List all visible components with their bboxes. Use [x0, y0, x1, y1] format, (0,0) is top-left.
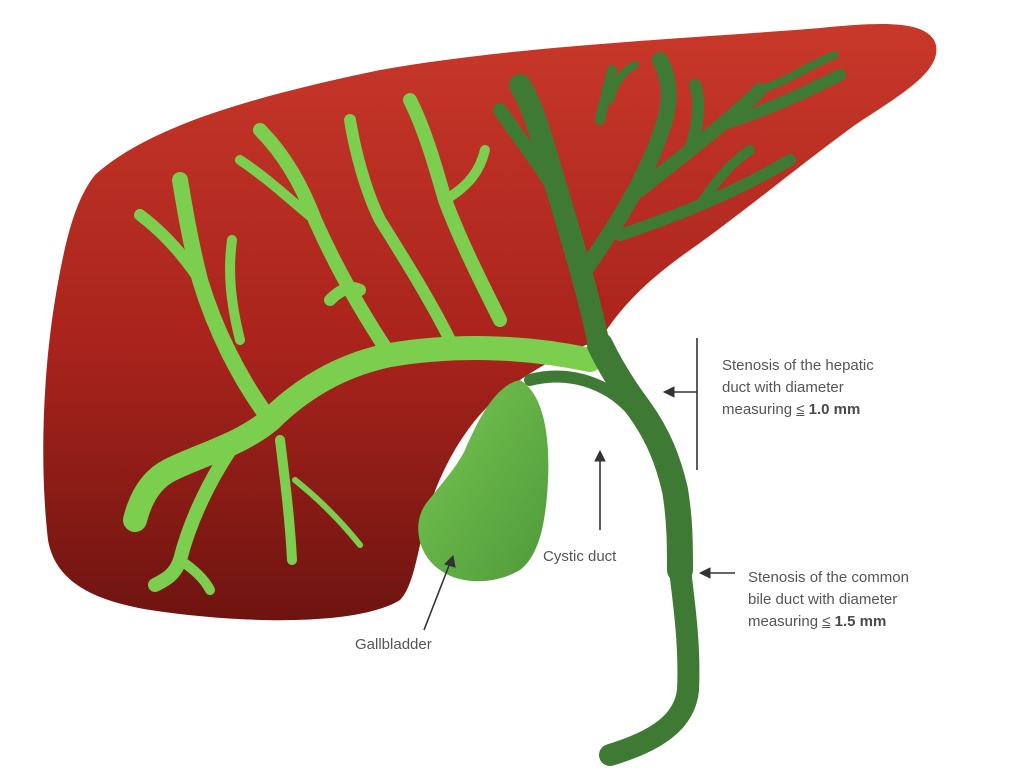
- hepatic-label-value: 1.0 mm: [809, 401, 861, 418]
- hepatic-label-prefix: measuring: [722, 401, 792, 418]
- gallbladder-label: Gallbladder: [355, 634, 432, 656]
- hepatic-arrow-head: [664, 387, 674, 397]
- hepatic-stenosis-label: Stenosis of the hepatic duct with diamet…: [722, 355, 874, 421]
- cystic-arrow-head: [595, 451, 605, 461]
- cystic-duct-label: Cystic duct: [543, 546, 616, 568]
- hepatic-label-line2: duct with diameter: [722, 377, 874, 399]
- common-stenosis-label: Stenosis of the common bile duct with di…: [748, 567, 909, 633]
- common-label-value: 1.5 mm: [835, 613, 887, 630]
- common-arrow-head: [700, 568, 710, 578]
- common-label-line2: bile duct with diameter: [748, 589, 909, 611]
- hepatic-label-line1: Stenosis of the hepatic: [722, 355, 874, 377]
- common-label-symbol: ≤: [822, 613, 830, 630]
- gallbladder-arrow-line: [424, 563, 450, 630]
- hepatic-label-line3: measuring ≤ 1.0 mm: [722, 399, 874, 421]
- common-label-line3: measuring ≤ 1.5 mm: [748, 611, 909, 633]
- hepatic-label-symbol: ≤: [796, 401, 804, 418]
- common-label-prefix: measuring: [748, 613, 818, 630]
- common-label-line1: Stenosis of the common: [748, 567, 909, 589]
